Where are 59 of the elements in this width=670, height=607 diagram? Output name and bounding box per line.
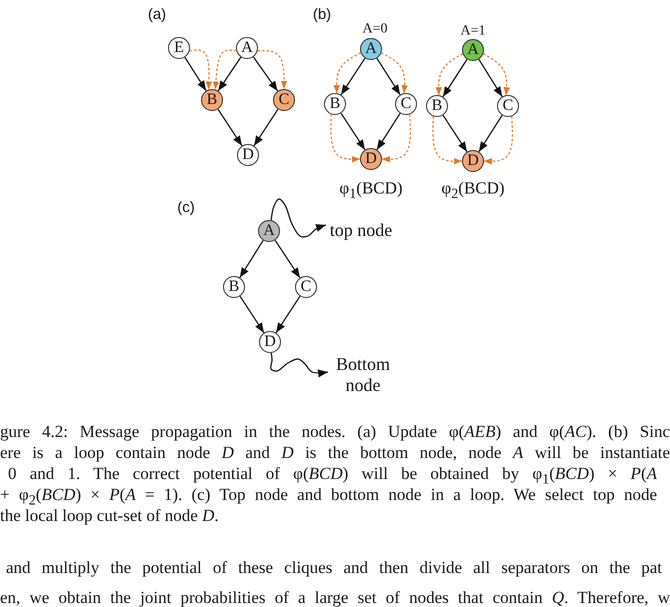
dashed-arrow [212,50,236,90]
body-text: and multiply the potential of these cliques and then divide all separators on the pat [6,558,662,578]
arrow [340,58,366,96]
arrow [276,296,300,334]
panel-label: (c) [177,200,195,216]
graph-node: D [360,148,382,170]
node-annotation: A=1 [460,23,486,39]
graph-node: A [360,38,382,60]
graph-node: D [462,150,484,172]
node-annotation: φ$_{2}$(BCD) [441,180,505,202]
arrow [442,58,468,98]
graph-node: B [201,89,223,111]
graph-node: D [237,144,259,166]
dashed-arrow [435,53,463,96]
graph-node: A [462,39,484,61]
arrow [254,108,278,146]
arrow [218,56,242,92]
dashed-arrow [190,49,212,90]
arrow [340,112,366,150]
body-text: en, we obtain the joint probabilities of a large set of nodes that contain Q. Therefore, w [0,588,670,607]
graph-node: A [236,37,258,59]
figure-caption: gure 4.2: Message propagation in the nodes. (a) Update φ(AEB) and φ(AC). (b) Sinc ere is a loop contain node D and D is the bottom node, node A will be instantiate 0 and 1. The correct potential of φ(BCD) will be obtained by φ$_{1}$(BCD) × P(A + φ$_{2}$(BCD) × P(A = 1). (c) Top node and bottom node in a loop. We select top node the local loop cut-set of node D. [0,421,670,526]
dashed-arrow [330,114,360,162]
callout-text: top node [326,220,396,241]
graph-node: C [395,93,417,115]
panel-label: (a) [148,6,166,24]
wavy-arrow [270,352,328,378]
node-annotation: A=0 [362,21,388,37]
arrow [478,59,503,97]
panel-label: (b) [312,6,332,24]
dashed-arrow [333,52,361,94]
dashed-arrow [432,116,462,164]
node-annotation: φ$_{1}$(BCD) [339,180,403,202]
arrow [376,112,401,150]
arrow [240,296,264,334]
graph-node: E [168,37,190,59]
dashed-arrow [484,116,513,164]
graph-node: C [497,95,519,117]
graph-node: B [324,93,346,115]
arrow [252,56,278,92]
arrow [274,240,300,278]
arrow [376,58,401,96]
dashed-arrow [258,50,288,89]
arrow [478,114,503,152]
graph-node: C [295,276,317,298]
graph-node: C [273,89,295,111]
arrow [184,56,207,92]
wavy-arrow [270,198,326,238]
dashed-arrow [382,114,411,162]
arrow [218,108,242,146]
graph-node: D [259,331,281,353]
graph-node: A [258,220,280,242]
graph-node: B [223,276,245,298]
arrow [239,240,264,278]
callout-text: Bottom node [328,354,398,396]
graph-node: B [426,95,448,117]
dashed-arrow [483,53,510,96]
dashed-arrow [381,52,408,94]
arrow [442,114,468,152]
